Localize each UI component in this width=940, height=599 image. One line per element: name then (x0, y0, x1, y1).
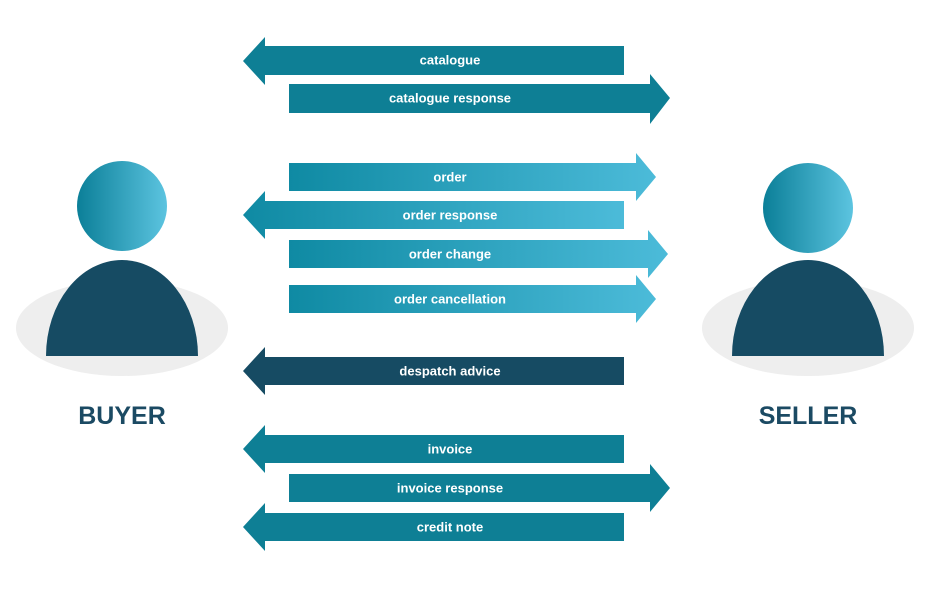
arrow-label: despatch advice (399, 364, 500, 379)
buyer-head (77, 161, 167, 251)
arrow-label: credit note (417, 520, 483, 535)
seller-label: SELLER (759, 402, 858, 430)
arrow-shape (289, 464, 670, 512)
arrow-shape (243, 503, 624, 551)
arrow-label: order (433, 170, 466, 185)
message-arrow-catalogue: catalogue (243, 37, 624, 85)
message-arrow-despatch-advice: despatch advice (243, 347, 624, 395)
arrow-shape (289, 153, 656, 201)
message-arrow-order-cancellation: order cancellation (289, 275, 656, 323)
buyer-figure: BUYER (16, 161, 228, 430)
message-arrow-invoice-response: invoice response (289, 464, 670, 512)
message-arrow-order-change: order change (289, 230, 668, 278)
buyer-label: BUYER (78, 402, 166, 430)
seller-figure: SELLER (702, 163, 914, 430)
arrow-shape (243, 37, 624, 85)
arrow-label: invoice (428, 442, 473, 457)
arrow-shape (289, 275, 656, 323)
arrow-label: order response (403, 208, 498, 223)
seller-body (732, 260, 884, 356)
arrow-label: catalogue response (389, 91, 511, 106)
message-arrow-credit-note: credit note (243, 503, 624, 551)
arrow-label: order cancellation (394, 292, 506, 307)
arrow-shape (243, 425, 624, 473)
arrow-shape (289, 230, 668, 278)
seller-head (763, 163, 853, 253)
message-arrow-invoice: invoice (243, 425, 624, 473)
message-arrow-order: order (289, 153, 656, 201)
message-arrow-catalogue-response: catalogue response (289, 74, 670, 124)
message-arrow-order-response: order response (243, 191, 624, 239)
arrow-label: order change (409, 247, 491, 262)
arrow-shape (243, 191, 624, 239)
arrow-shape (289, 74, 670, 124)
arrow-label: invoice response (397, 481, 503, 496)
buyer-body (46, 260, 198, 356)
arrow-shape (243, 347, 624, 395)
arrow-label: catalogue (420, 53, 481, 68)
